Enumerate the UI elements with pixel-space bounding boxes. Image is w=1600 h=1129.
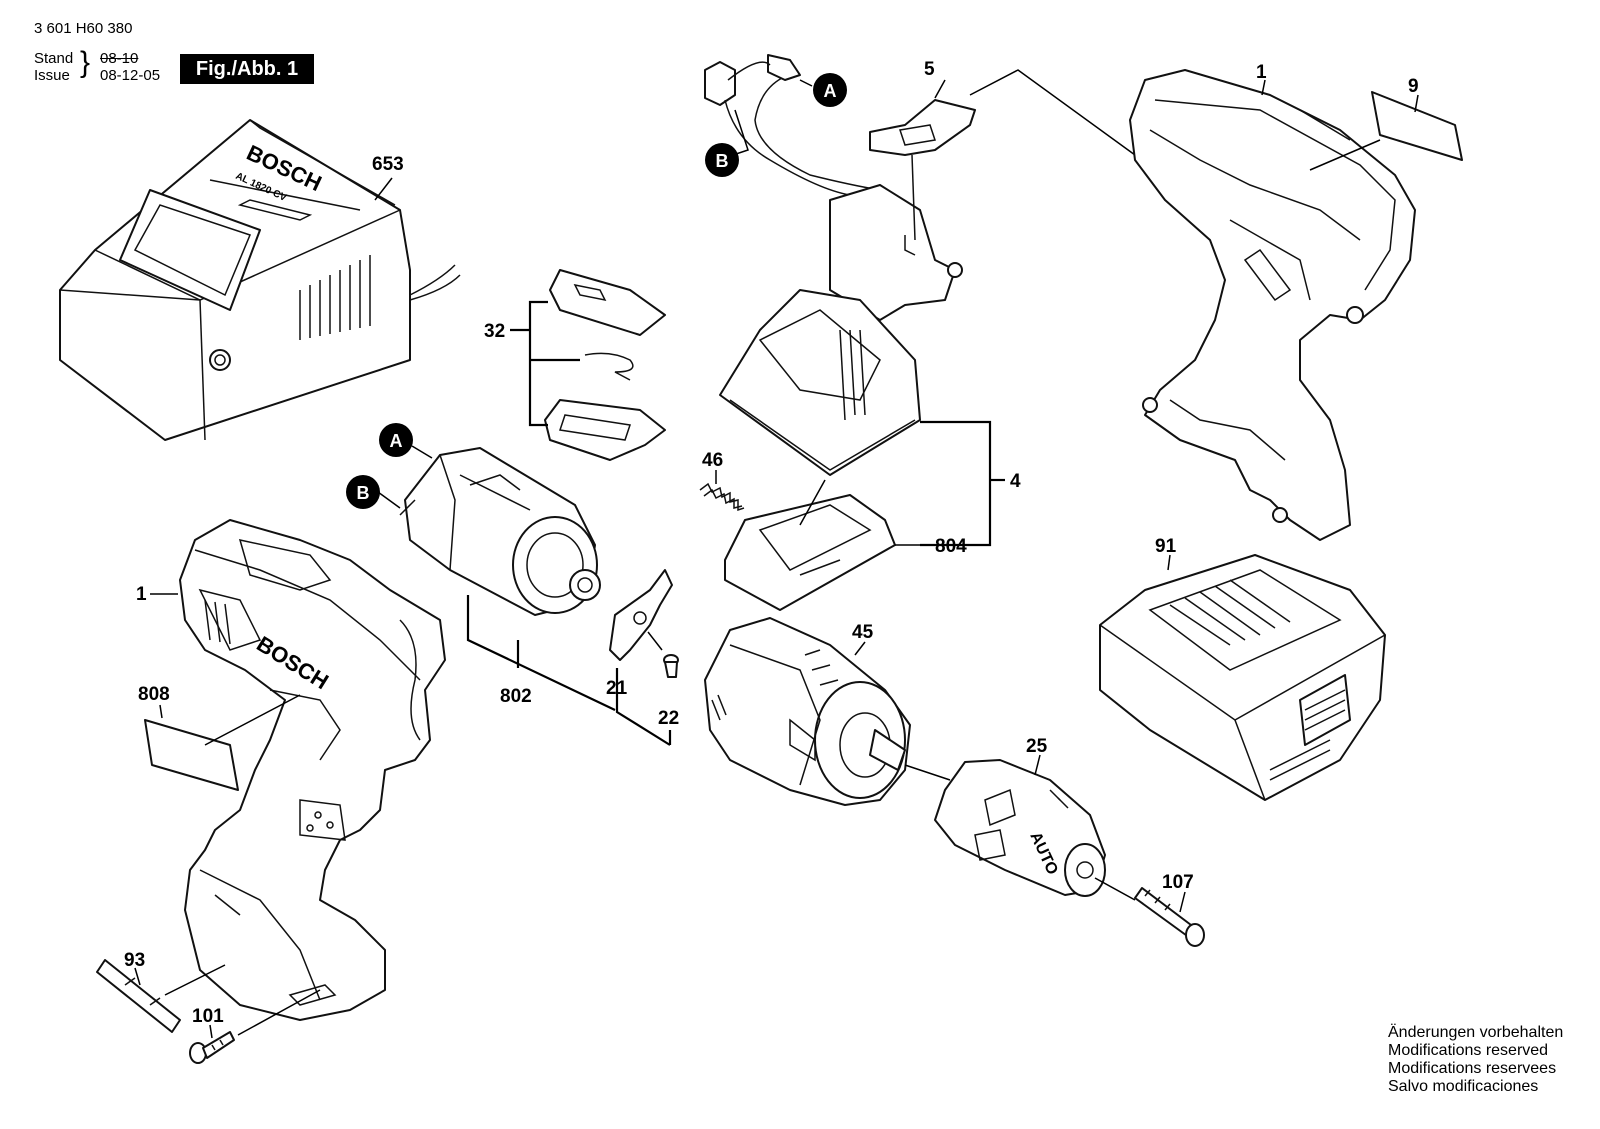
notice-line-de: Änderungen vorbehalten <box>1388 1024 1564 1041</box>
screw-part-107 <box>1134 887 1205 947</box>
battery-pack-part-91 <box>1099 554 1386 801</box>
label-sticker-part-9 <box>1371 91 1463 161</box>
callout-45: 45 <box>852 622 874 643</box>
screw-part-101 <box>189 1031 235 1064</box>
housing-shell-right-part-1 <box>1129 69 1416 541</box>
callout-21: 21 <box>606 678 628 699</box>
spring-part-46 <box>699 482 745 512</box>
notice-line-fr: Modifications reservees <box>1388 1060 1557 1077</box>
callout-32: 32 <box>484 321 505 342</box>
notice-line-en: Modifications reserved <box>1388 1042 1549 1059</box>
screwdriver-bit-part-93 <box>96 959 181 1033</box>
charger-part-653: BOSCH AL 1820 CV <box>59 119 461 441</box>
figure-badge: Fig./Abb. 1 <box>180 54 314 84</box>
svg-text:A: A <box>824 81 837 101</box>
stand-label: Stand <box>34 50 74 67</box>
callout-25: 25 <box>1026 736 1048 757</box>
gearbox-part-45 <box>704 617 911 806</box>
connector-marker-a-motor: A <box>379 423 413 457</box>
connector-marker-b-motor: B <box>346 475 380 509</box>
callout-107: 107 <box>1162 872 1194 893</box>
callout-653: 653 <box>372 154 404 175</box>
wiring-harness <box>704 54 881 201</box>
mounting-plate-part-21 <box>609 569 673 661</box>
callout-22: 22 <box>658 708 679 729</box>
switch-part-5 <box>869 99 976 156</box>
housing-shell-left-part-1: BOSCH <box>179 519 446 1021</box>
chuck-part-25: AUTO <box>934 759 1106 897</box>
motor-part-802 <box>399 447 601 616</box>
stand-date: 08-10 <box>100 50 139 67</box>
svg-text:A: A <box>390 431 403 451</box>
callout-1-top: 1 <box>1256 62 1267 83</box>
notice-line-es: Salvo modificaciones <box>1388 1078 1539 1095</box>
brace-icon: } <box>80 46 91 79</box>
clip-set-part-32 <box>544 269 666 461</box>
callout-808: 808 <box>138 684 170 705</box>
modifications-notice: Änderungen vorbehalten Modifications res… <box>1388 1024 1563 1096</box>
connector-marker-a-top: A <box>799 73 847 107</box>
document-number: 3 601 H60 380 <box>34 20 133 37</box>
callout-4: 4 <box>1010 471 1021 492</box>
callout-91: 91 <box>1155 536 1177 557</box>
contact-plate-part-804 <box>724 494 896 611</box>
screw-part-22 <box>663 654 679 678</box>
electronics-module-part-4 <box>719 154 963 476</box>
issue-label: Issue <box>34 67 70 84</box>
callout-101: 101 <box>192 1006 224 1027</box>
callout-93: 93 <box>124 950 145 971</box>
svg-text:B: B <box>716 151 729 171</box>
callout-1-left: 1 <box>136 584 147 605</box>
callout-9: 9 <box>1408 76 1419 97</box>
connector-marker-b-top: B <box>705 109 749 177</box>
callout-804: 804 <box>935 536 967 557</box>
svg-text:B: B <box>357 483 370 503</box>
issue-date: 08-12-05 <box>100 67 161 84</box>
label-sticker-part-808 <box>144 719 239 791</box>
callout-46: 46 <box>702 450 723 471</box>
callout-5: 5 <box>924 59 935 80</box>
callout-802: 802 <box>500 686 532 707</box>
